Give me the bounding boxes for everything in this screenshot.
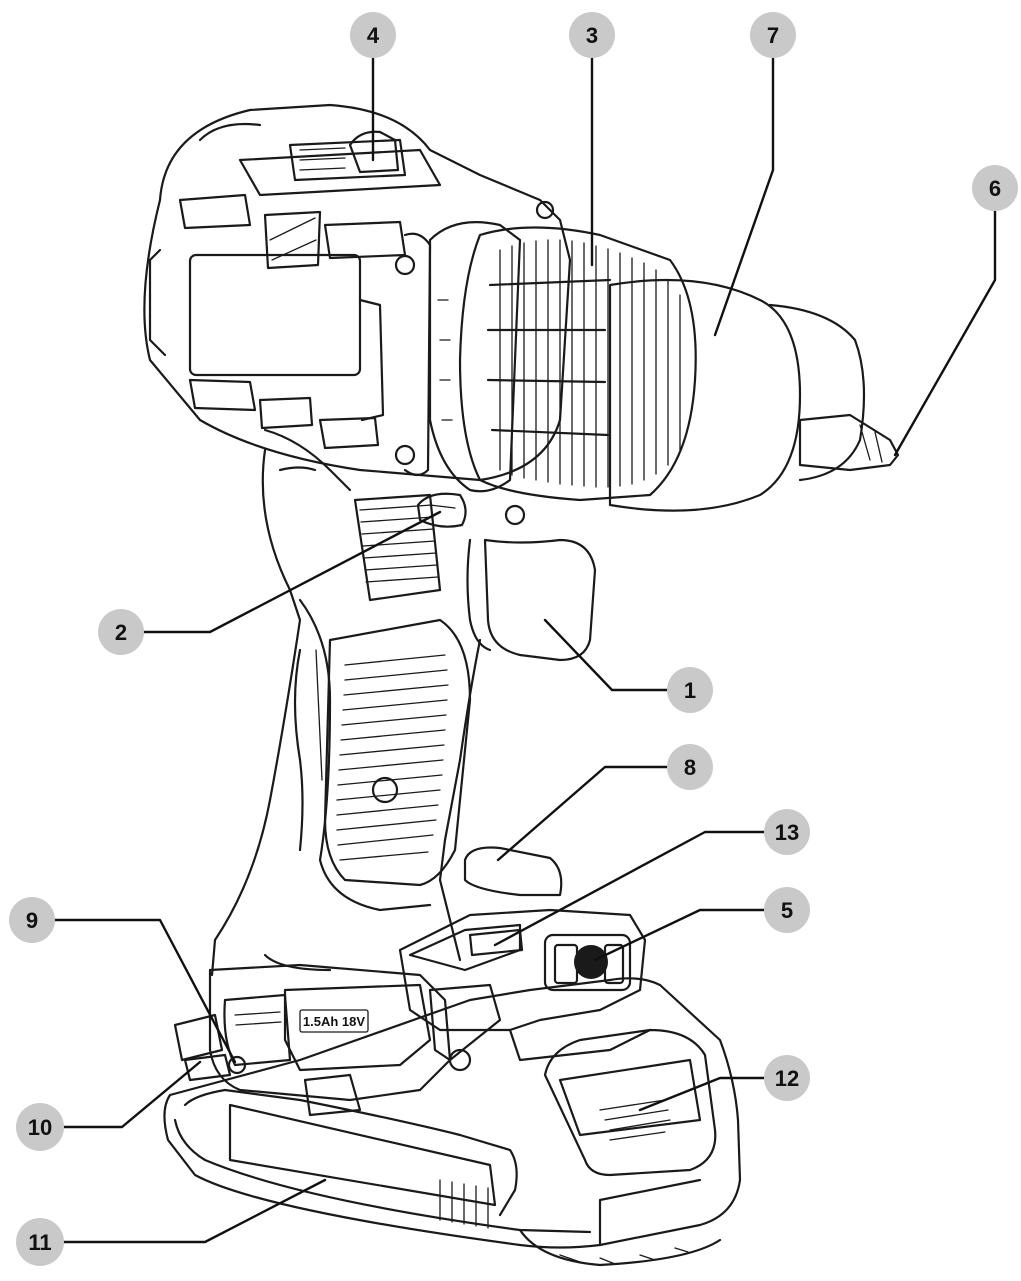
callout-label-9: 9	[26, 908, 38, 933]
leader-10	[62, 1060, 202, 1129]
callout-13: 13	[764, 809, 810, 855]
motor-housing	[143, 103, 572, 482]
callout-label-2: 2	[115, 620, 127, 645]
leader-6	[893, 208, 997, 457]
callout-label-10: 10	[28, 1115, 52, 1140]
handle	[210, 428, 482, 977]
clutch-collar	[428, 221, 697, 502]
leader-1	[543, 618, 670, 692]
callout-label-8: 8	[684, 755, 696, 780]
callout-3: 3	[569, 12, 615, 58]
callout-label-11: 11	[28, 1230, 51, 1255]
callout-6: 6	[972, 165, 1018, 211]
leader-11	[62, 1178, 327, 1244]
leader-13	[493, 830, 767, 947]
callout-label-1: 1	[684, 678, 696, 703]
leader-8	[496, 765, 670, 862]
direction-switch	[416, 492, 526, 528]
fuel-gauge	[398, 908, 652, 1072]
callout-10: 10	[16, 1103, 64, 1151]
callout-label-3: 3	[586, 23, 598, 48]
callout-label-7: 7	[767, 23, 779, 48]
callout-1: 1	[667, 667, 713, 713]
callout-4: 4	[350, 12, 396, 58]
leader-5	[593, 908, 767, 962]
callout-2: 2	[98, 609, 144, 655]
leader-9	[50, 918, 237, 1064]
callout-12: 12	[764, 1055, 810, 1101]
callout-label-6: 6	[989, 176, 1001, 201]
callout-label-4: 4	[367, 23, 380, 48]
battery-badge: 1.5Ah 18V	[303, 1014, 365, 1029]
callout-label-5: 5	[781, 898, 793, 923]
leader-12	[638, 1076, 767, 1112]
callout-8: 8	[667, 744, 713, 790]
callout-9: 9	[9, 897, 55, 943]
callout-label-12: 12	[775, 1066, 799, 1091]
chuck	[463, 278, 900, 897]
leader-2	[138, 510, 442, 634]
callout-11: 11	[16, 1218, 64, 1266]
battery-badge-box	[299, 1009, 369, 1033]
leader-lines	[50, 54, 997, 1244]
trigger	[466, 538, 597, 662]
callout-label-13: 13	[775, 820, 799, 845]
battery-pack	[163, 977, 742, 1267]
callout-5: 5	[764, 887, 810, 933]
callout-7: 7	[750, 12, 796, 58]
leader-7	[713, 54, 775, 337]
